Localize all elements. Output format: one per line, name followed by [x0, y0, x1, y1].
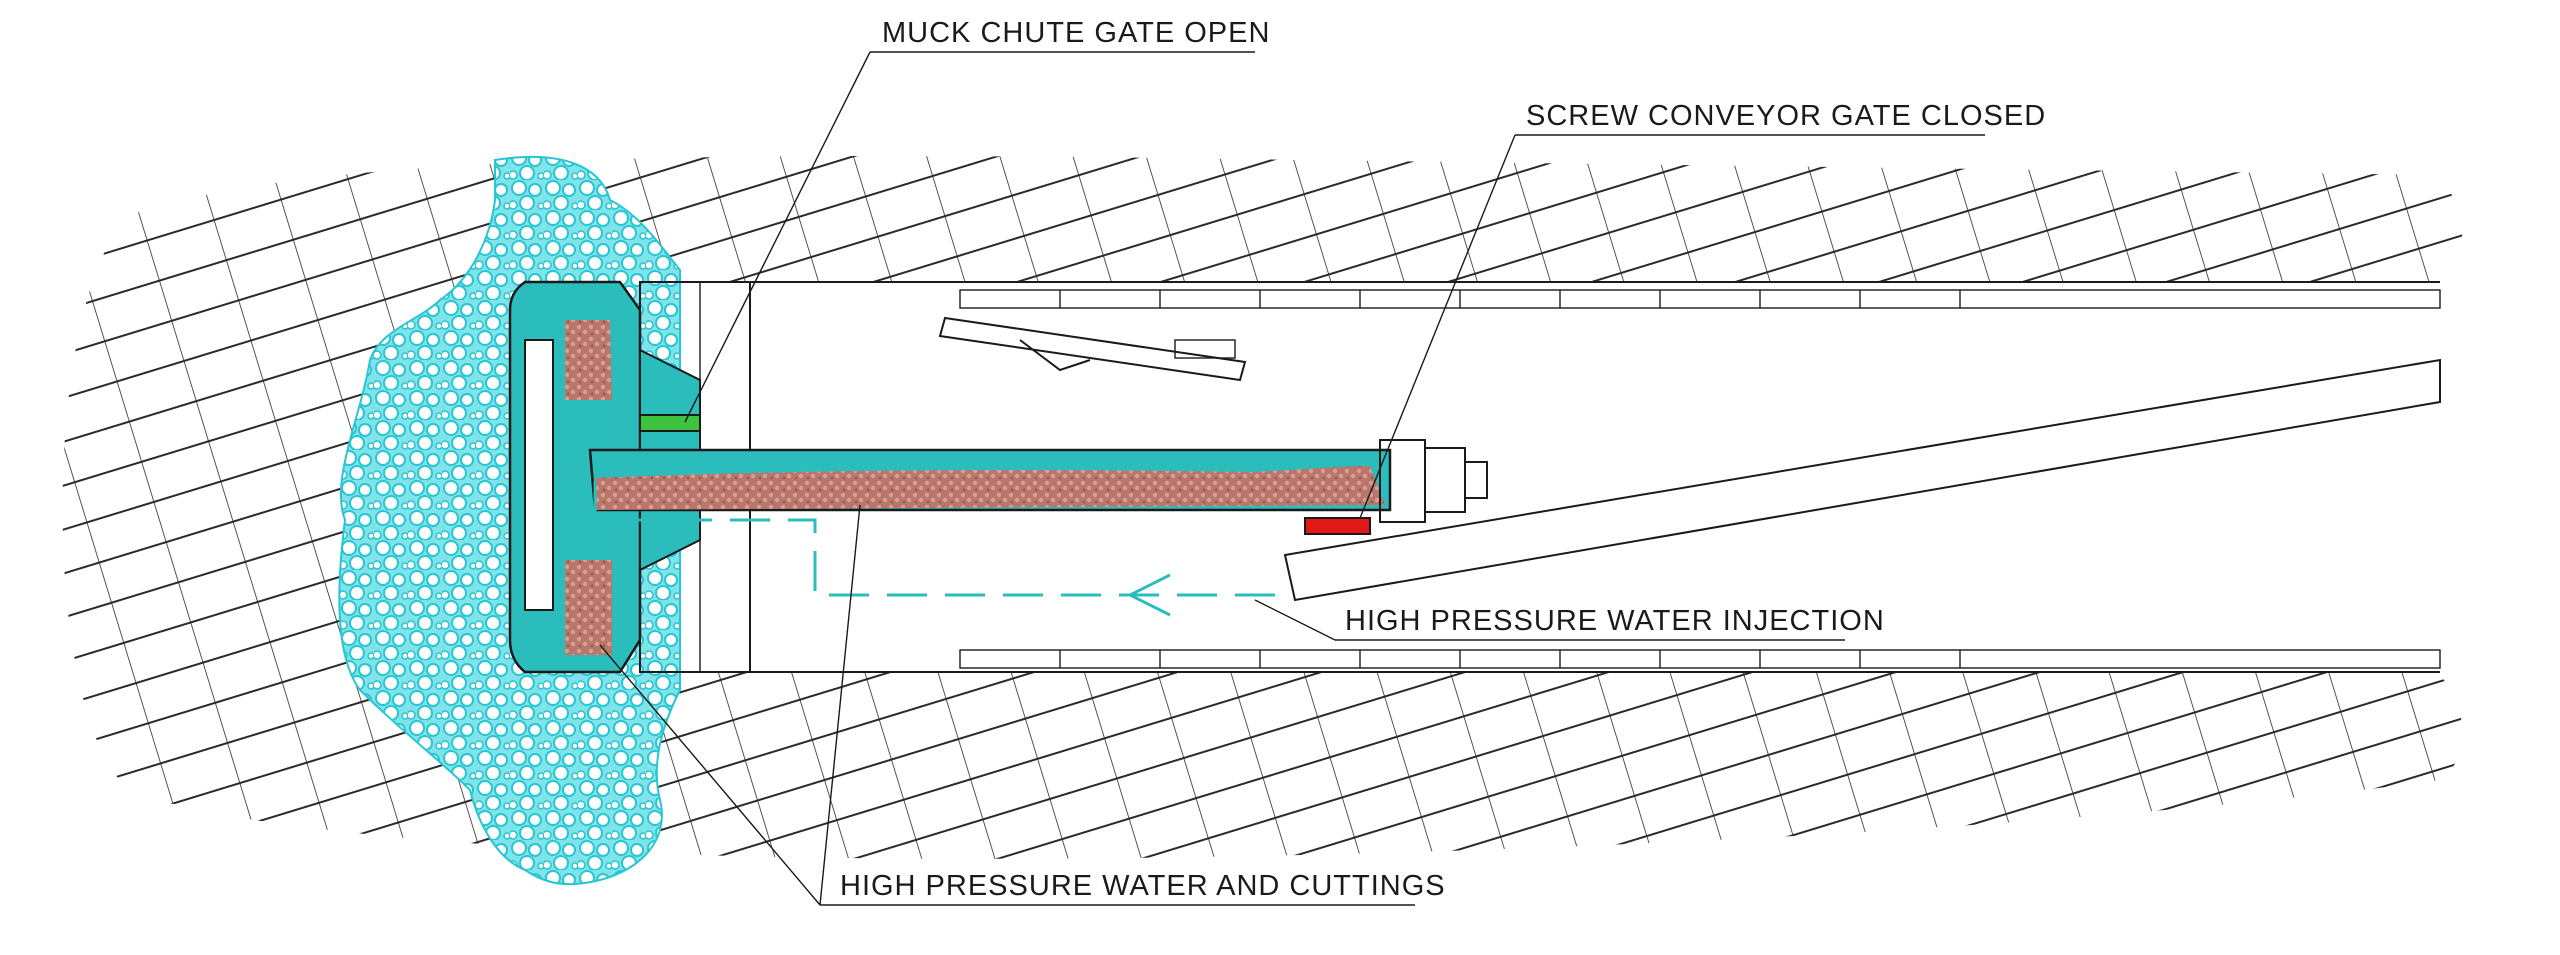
cutterhead: [508, 280, 642, 674]
leader-water-cuttings-1: [819, 504, 861, 906]
leader-water-cuttings-2: [599, 644, 821, 906]
leader-water-injection: [1254, 599, 1336, 641]
belt-conveyor-ramp: [1283, 358, 2441, 602]
flow-arrow-icon: [1126, 573, 1171, 617]
label-water-injection: HIGH PRESSURE WATER INJECTION: [1345, 605, 1885, 637]
leader-muck-chute: [684, 51, 871, 423]
screw-conveyor: [588, 439, 1488, 523]
muck-chute-gate: [639, 414, 701, 432]
leader-screw-gate: [1359, 134, 1516, 519]
label-screw-conveyor-gate: SCREW CONVEYOR GATE CLOSED: [1526, 100, 2046, 132]
segment-erector: [938, 316, 1247, 382]
label-muck-chute-gate: MUCK CHUTE GATE OPEN: [882, 17, 1270, 49]
leader-lines: [599, 51, 1985, 906]
screw-conveyor-gate: [1304, 517, 1371, 535]
segment-lining: [959, 289, 2441, 669]
label-water-cuttings: HIGH PRESSURE WATER AND CUTTINGS: [840, 870, 1446, 902]
water-injection-path: [593, 480, 1275, 617]
